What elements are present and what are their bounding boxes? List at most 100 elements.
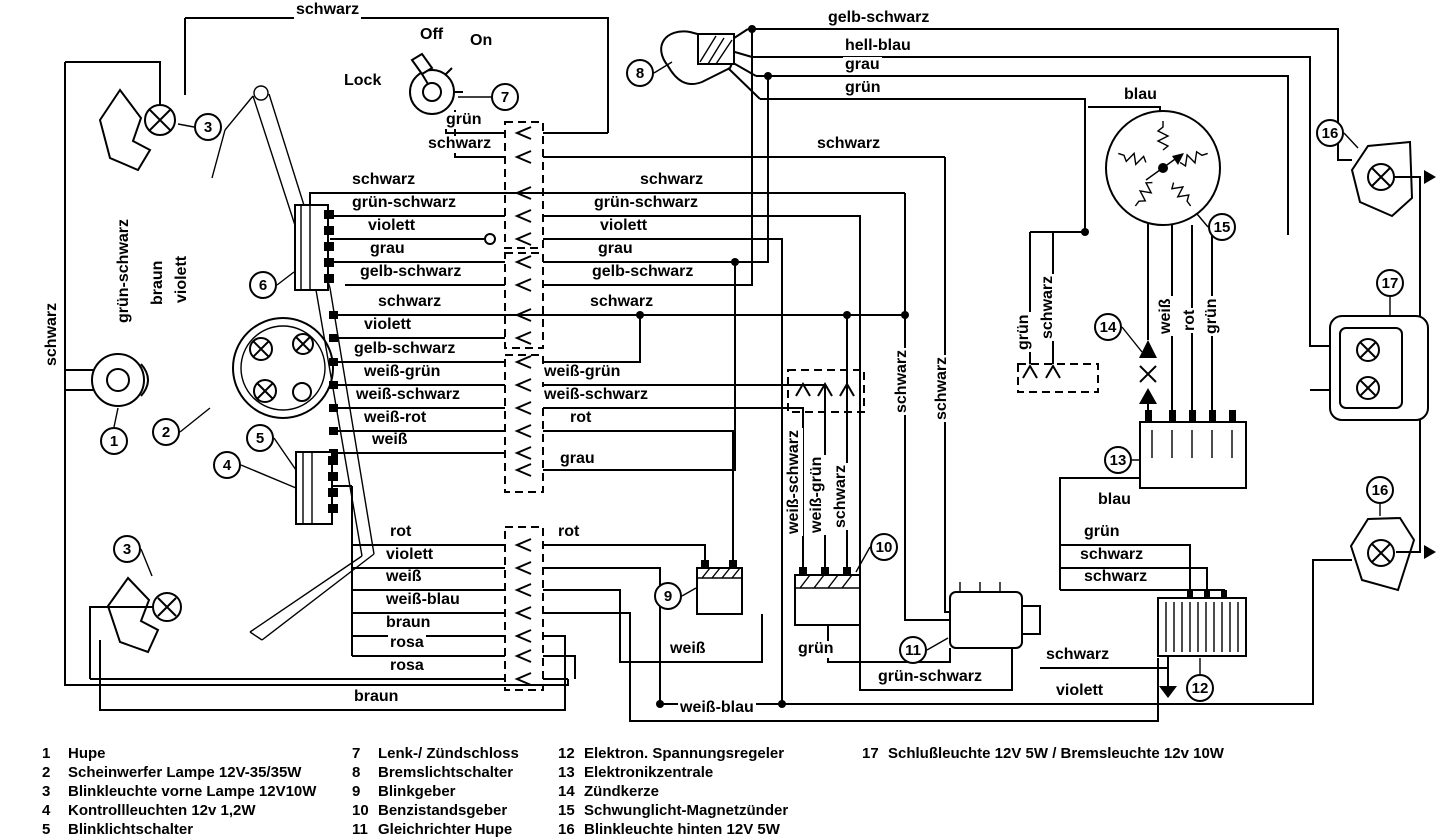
component-badge-4: 4 (213, 451, 241, 479)
legend-item-number: 15 (558, 802, 575, 819)
wire-label: weiß (384, 568, 424, 586)
component-badge-12: 12 (1186, 674, 1214, 702)
legend-item-text: Gleichrichter Hupe (378, 821, 513, 838)
wire-label: grau (596, 240, 635, 258)
legend-item-number: 12 (558, 745, 575, 762)
wire-label: weiß-blau (384, 591, 462, 609)
wire-label: rot (388, 523, 414, 541)
wire-label: grün (1015, 312, 1033, 352)
switch-position-label: Off (418, 26, 446, 44)
legend-item-number: 17 (862, 745, 879, 762)
wire-label: weiß-grün (362, 363, 443, 381)
headlamp-icon (232, 311, 338, 457)
wire-label: gelb-schwarz (590, 263, 696, 281)
switch-position-label: On (468, 32, 495, 50)
component-badge-11: 11 (899, 636, 927, 664)
badge-leaders (113, 61, 1391, 674)
component-badge-14: 14 (1094, 313, 1122, 341)
wire-label: rot (1181, 307, 1199, 333)
legend-item-number: 13 (558, 764, 575, 781)
wire-label: schwarz (638, 171, 706, 189)
wire-label: blau (1096, 491, 1133, 509)
wire-label: schwarz (1044, 646, 1112, 664)
wire-label: grün (1203, 296, 1221, 336)
legend-item-number: 8 (352, 764, 361, 781)
component-badge-13: 13 (1104, 446, 1132, 474)
wire-label: schwarz (815, 135, 883, 153)
legend-item-text: Blinklichtschalter (68, 821, 194, 838)
legend-item-text: Scheinwerfer Lampe 12V-35/35W (68, 764, 302, 781)
component-badge-15: 15 (1208, 213, 1236, 241)
legend-item-text: Benzistandsgeber (378, 802, 508, 819)
wire-label: grün-schwarz (350, 194, 459, 212)
wire-label: weiß-schwarz (542, 386, 651, 404)
connector-blocks (504, 121, 1099, 691)
legend-item-text: Blinkleuchte hinten 12V 5W (584, 821, 780, 838)
legend-item-number: 10 (352, 802, 369, 819)
blinker-rear-bottom-icon (1349, 516, 1416, 592)
wire-label: schwarz (1082, 568, 1150, 586)
component-badge-10: 10 (870, 533, 898, 561)
wire-label: grün-schwarz (592, 194, 701, 212)
wire-label: schwarz (376, 293, 444, 311)
electronics-box-icon (1139, 410, 1247, 489)
blinker-rear-top-icon (1350, 140, 1414, 218)
wire-label: grün-schwarz (876, 668, 985, 686)
wire-label: violett (384, 546, 436, 564)
wire-label: blau (1122, 86, 1159, 104)
legend-item-text: Schwunglicht-Magnetzünder (584, 802, 789, 819)
component-badge-9: 9 (654, 582, 682, 610)
wire-label: schwarz (1078, 546, 1146, 564)
wire-label: weiß-blau (678, 699, 756, 717)
component-badge-3: 3 (194, 113, 222, 141)
direction-arrows (1424, 170, 1436, 559)
wire-label: schwarz (893, 347, 911, 415)
wire-label: weiß-rot (362, 409, 429, 427)
ignition-switch-icon (409, 52, 463, 115)
component-badge-16: 16 (1316, 119, 1344, 147)
wire-label: schwarz (933, 354, 951, 422)
component-badge-17: 17 (1376, 269, 1404, 297)
blinker-front-bottom-icon (106, 576, 182, 654)
wire-label: weiß-schwarz (785, 427, 803, 536)
blinker-switch-icon (295, 451, 338, 525)
wire-label: braun (149, 258, 167, 307)
spark-plug-icon (1139, 340, 1157, 404)
wire-label: grau (558, 450, 597, 468)
wire-label: rosa (388, 657, 426, 675)
wire-label: schwarz (43, 300, 61, 368)
rectifier-horn-icon (949, 582, 1041, 649)
fuel-sender-icon (794, 567, 861, 626)
component-badge-8: 8 (626, 59, 654, 87)
wire-label: grau (843, 56, 882, 74)
component-badge-2: 2 (152, 418, 180, 446)
wire-label: violett (362, 316, 414, 334)
handlebar-switch-icon (294, 204, 334, 291)
wire-label: gelb-schwarz (352, 340, 458, 358)
legend-item-text: Blinkgeber (378, 783, 456, 800)
wire-label: gelb-schwarz (826, 9, 932, 27)
terminal-eyelet (484, 233, 496, 245)
wire-label: braun (384, 614, 433, 632)
component-badge-7: 7 (491, 83, 519, 111)
legend-item-number: 9 (352, 783, 361, 800)
wire-label: rosa (388, 634, 426, 652)
brake-light-switch-icon (660, 30, 735, 85)
legend-item-text: Elektron. Spannungsregeler (584, 745, 785, 762)
legend-item-text: Zündkerze (584, 783, 660, 800)
wire-label: rot (556, 523, 582, 541)
legend-item-text: Elektronikzentrale (584, 764, 714, 781)
wire-label: weiß (370, 431, 410, 449)
wire-label: schwarz (294, 1, 362, 19)
